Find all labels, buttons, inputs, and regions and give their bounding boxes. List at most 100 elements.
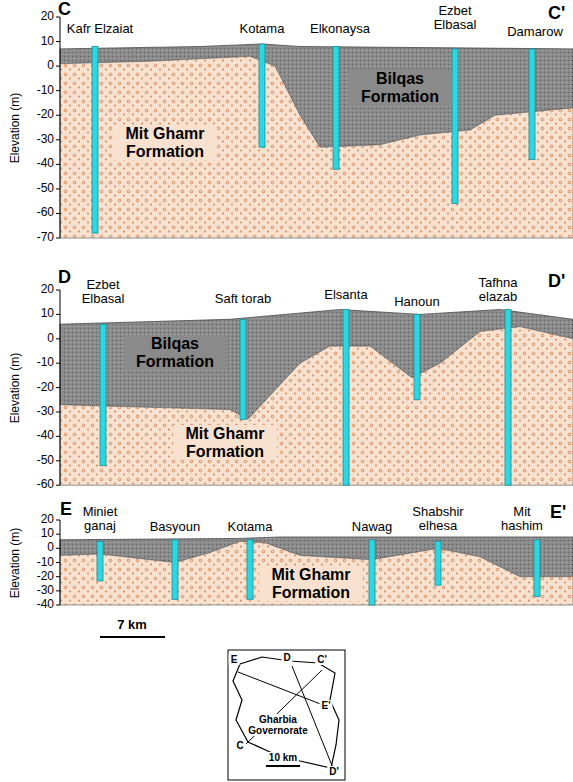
section-letter: C — [234, 740, 245, 751]
tick-label: -10 — [37, 84, 54, 97]
tick-mark — [56, 66, 60, 67]
tick-mark — [56, 338, 60, 339]
tick-label: -10 — [37, 556, 54, 569]
scale-bar — [100, 636, 165, 638]
tick-mark — [56, 290, 60, 291]
tick-label: 20 — [41, 283, 54, 296]
well-bar — [529, 49, 535, 160]
tick-mark — [56, 164, 60, 165]
section-letter: C — [58, 0, 71, 20]
well-name: Kotama — [240, 22, 285, 36]
formation-name: Bilqas Formation — [123, 335, 227, 370]
scale-bar — [266, 765, 300, 767]
scale-label: 7 km — [117, 618, 147, 632]
tick-label: 10 — [41, 528, 54, 541]
well-name: Elkonaysa — [310, 22, 370, 36]
well-name: Ezbet Elbasal — [425, 4, 485, 33]
tick-label: -30 — [37, 584, 54, 597]
section-letter: D — [281, 652, 292, 663]
well-name: Saft torab — [215, 292, 271, 306]
tick-label: 0 — [47, 542, 54, 555]
section-line — [238, 672, 323, 705]
tick-mark — [56, 485, 60, 486]
tick-label: -20 — [37, 381, 54, 394]
well-bar — [259, 44, 265, 147]
well-bar — [247, 540, 253, 600]
mit-ghamr-layer — [60, 56, 573, 238]
governorate-outline — [233, 657, 339, 768]
tick-mark — [56, 363, 60, 364]
tick-mark — [56, 90, 60, 91]
formation-name: Mit Ghamr Formation — [259, 566, 363, 601]
tick-mark — [56, 139, 60, 140]
well-name: Nawag — [352, 520, 392, 534]
tick-mark — [56, 562, 60, 563]
formation-name: Mit Ghamr Formation — [113, 125, 217, 160]
tick-label: -40 — [37, 158, 54, 171]
well-name: Hanoun — [394, 295, 440, 309]
well-bar — [435, 541, 441, 585]
well-name: Miniet ganaj — [70, 505, 130, 534]
tick-mark — [56, 590, 60, 591]
tick-mark — [56, 460, 60, 461]
inset-frame — [228, 650, 345, 780]
tick-mark — [56, 412, 60, 413]
section-letter: D' — [548, 272, 565, 292]
tick-mark — [56, 387, 60, 388]
axis-title: Elevation (m) — [9, 92, 22, 163]
tick-label: -50 — [37, 182, 54, 195]
tick-mark — [56, 41, 60, 42]
section-letter: C' — [315, 654, 329, 665]
y-axis — [60, 17, 61, 238]
well-bar — [172, 540, 178, 600]
tick-label: 20 — [41, 10, 54, 23]
well-name: Tafhna elazab — [468, 276, 528, 305]
section-letter: E' — [319, 700, 332, 711]
well-name: Elsanta — [324, 288, 367, 302]
well-name: Ezbet Elbasal — [73, 278, 133, 307]
well-bar — [505, 310, 511, 486]
well-name: Kotama — [228, 520, 273, 534]
section-letter: E — [229, 654, 240, 665]
tick-label: -30 — [37, 133, 54, 146]
formation-name: Mit Ghamr Formation — [173, 425, 277, 460]
tick-mark — [56, 115, 60, 116]
mit-ghamr-layer — [60, 541, 573, 605]
section-letter: E' — [550, 503, 566, 523]
well-bar — [333, 46, 339, 169]
tick-label: -60 — [37, 479, 54, 492]
well-bar — [452, 49, 458, 204]
section-letter: Gharbia Governorate — [245, 714, 311, 736]
well-bar — [369, 540, 375, 605]
section-letter: E — [60, 500, 72, 520]
well-name: Mit hashim — [495, 505, 550, 534]
tick-mark — [56, 520, 60, 521]
tick-mark — [56, 605, 60, 606]
tick-mark — [56, 548, 60, 549]
mit-ghamr-layer — [60, 327, 573, 486]
tick-mark — [56, 188, 60, 189]
tick-label: -20 — [37, 570, 54, 583]
axis-title: Elevation (m) — [9, 527, 22, 598]
well-bar — [100, 324, 106, 466]
tick-mark — [56, 576, 60, 577]
well-bar — [343, 310, 349, 486]
tick-mark — [56, 213, 60, 214]
tick-mark — [56, 238, 60, 239]
well-bar — [534, 540, 540, 597]
tick-label: -20 — [37, 109, 54, 122]
well-bar — [414, 314, 420, 399]
tick-label: -40 — [37, 430, 54, 443]
tick-label: 0 — [47, 332, 54, 345]
well-name: Shabshir elhesa — [408, 505, 468, 534]
tick-label: -60 — [37, 207, 54, 220]
well-bar — [240, 319, 246, 419]
well-bar — [97, 541, 103, 581]
well-name: Basyoun — [150, 520, 201, 534]
section-letter: C' — [548, 4, 565, 24]
section-letter: 10 km — [267, 752, 299, 763]
tick-label: 10 — [41, 308, 54, 321]
well-name: Damarow — [507, 25, 563, 39]
